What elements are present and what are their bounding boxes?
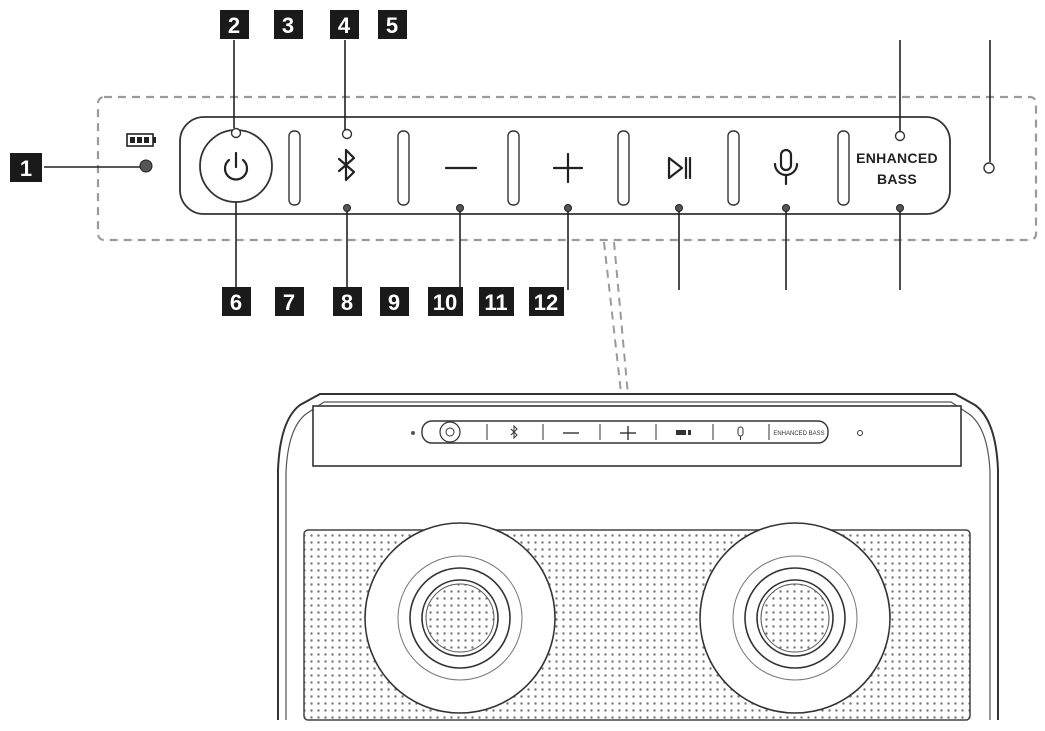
volume-down-point bbox=[456, 204, 464, 212]
charge-indicator-led bbox=[139, 159, 153, 173]
svg-text:4: 4 bbox=[338, 13, 351, 38]
mini-microphone-icon bbox=[737, 426, 744, 440]
volume-down-button[interactable] bbox=[414, 124, 502, 210]
callout-1: 1 bbox=[10, 153, 42, 182]
svg-text:9: 9 bbox=[388, 290, 400, 315]
volume-up-point bbox=[564, 204, 572, 212]
bluetooth-icon bbox=[337, 148, 356, 182]
enhanced-bass-label-line2: BASS bbox=[877, 171, 917, 187]
power-button[interactable] bbox=[199, 129, 273, 203]
enhanced-bass-indicator-led bbox=[894, 130, 906, 142]
callout-7: 7 bbox=[275, 287, 304, 316]
svg-text:6: 6 bbox=[230, 290, 242, 315]
svg-text:10: 10 bbox=[433, 290, 457, 315]
power-indicator-led bbox=[230, 127, 242, 139]
mini-enhanced-bass-label: ENHANCED BASS bbox=[773, 431, 824, 437]
microphone-button[interactable] bbox=[744, 124, 832, 210]
bluetooth-button[interactable] bbox=[305, 124, 393, 210]
svg-text:2: 2 bbox=[228, 13, 240, 38]
svg-text:5: 5 bbox=[386, 13, 398, 38]
panel-divider bbox=[727, 130, 740, 206]
play-pause-button[interactable] bbox=[634, 124, 722, 210]
panel-divider bbox=[617, 130, 630, 206]
right-woofer bbox=[699, 522, 891, 714]
bluetooth-indicator-led bbox=[341, 128, 353, 140]
svg-text:1: 1 bbox=[20, 156, 32, 181]
mini-power-icon bbox=[445, 427, 455, 437]
control-panel bbox=[179, 116, 951, 215]
bluetooth-button-point bbox=[343, 204, 351, 212]
mini-plus-icon bbox=[620, 426, 636, 440]
panel-divider bbox=[507, 130, 520, 206]
svg-text:12: 12 bbox=[534, 290, 558, 315]
callout-9: 9 bbox=[380, 287, 409, 316]
play-pause-point bbox=[675, 204, 683, 212]
callout-6: 6 bbox=[222, 287, 251, 316]
svg-text:7: 7 bbox=[283, 290, 295, 315]
enhanced-bass-label-line1: ENHANCED bbox=[856, 150, 938, 166]
microphone-icon bbox=[773, 148, 799, 186]
power-icon bbox=[223, 151, 249, 181]
volume-up-button[interactable] bbox=[524, 124, 612, 210]
callout-11: 11 bbox=[479, 287, 514, 316]
left-woofer bbox=[364, 522, 556, 714]
microphone-point bbox=[782, 204, 790, 212]
microphone-hole bbox=[983, 162, 995, 174]
panel-divider bbox=[397, 130, 410, 206]
enhanced-bass-button[interactable]: ENHANCED BASS bbox=[852, 124, 946, 210]
mini-control-strip bbox=[421, 420, 829, 444]
svg-text:11: 11 bbox=[484, 290, 507, 315]
magnified-region-outline bbox=[96, 95, 1038, 242]
battery-icon bbox=[126, 133, 156, 147]
callout-10: 10 bbox=[428, 287, 463, 316]
panel-divider bbox=[837, 130, 850, 206]
callout-5: 5 bbox=[378, 10, 407, 39]
mini-bluetooth-icon bbox=[510, 424, 518, 440]
svg-text:8: 8 bbox=[341, 290, 353, 315]
callout-12: 12 bbox=[529, 287, 564, 316]
callout-8: 8 bbox=[333, 287, 362, 316]
play-pause-icon bbox=[667, 156, 692, 180]
svg-text:3: 3 bbox=[282, 13, 294, 38]
enhanced-bass-point bbox=[896, 204, 904, 212]
speaker-illustration: ENHANCED BASS bbox=[277, 393, 999, 721]
panel-divider bbox=[288, 130, 301, 206]
plus-icon bbox=[552, 152, 584, 184]
callout-2: 2 bbox=[220, 10, 249, 39]
mini-play-pause-icon bbox=[676, 430, 691, 435]
callout-3: 3 bbox=[274, 10, 303, 39]
callout-4: 4 bbox=[330, 10, 359, 39]
